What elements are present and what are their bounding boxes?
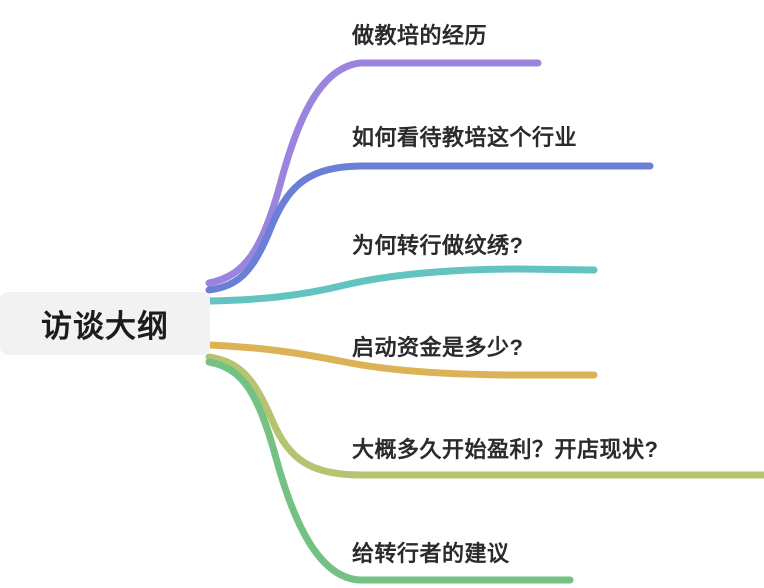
branch-label-6[interactable]: 给转行者的建议 [352, 541, 510, 566]
branch-connector-6 [205, 358, 574, 584]
branch-connector-2 [205, 162, 654, 294]
branch-connector-1 [205, 59, 542, 287]
branch-connector-5 [205, 353, 764, 479]
branch-label-3[interactable]: 为何转行做纹绣? [352, 233, 524, 258]
branch-label-4[interactable]: 启动资金是多少? [352, 335, 524, 360]
branch-label-2[interactable]: 如何看待教培这个行业 [352, 125, 578, 150]
root-node[interactable]: 访谈大纲 [0, 292, 210, 355]
branch-label-1[interactable]: 做教培的经历 [352, 23, 488, 48]
branch-connector-3 [205, 265, 598, 305]
branch-connectors [205, 59, 764, 584]
root-node-label: 访谈大纲 [41, 309, 169, 344]
branch-connector-4 [205, 341, 598, 379]
branch-label-5[interactable]: 大概多久开始盈利？开店现状? [352, 437, 659, 462]
